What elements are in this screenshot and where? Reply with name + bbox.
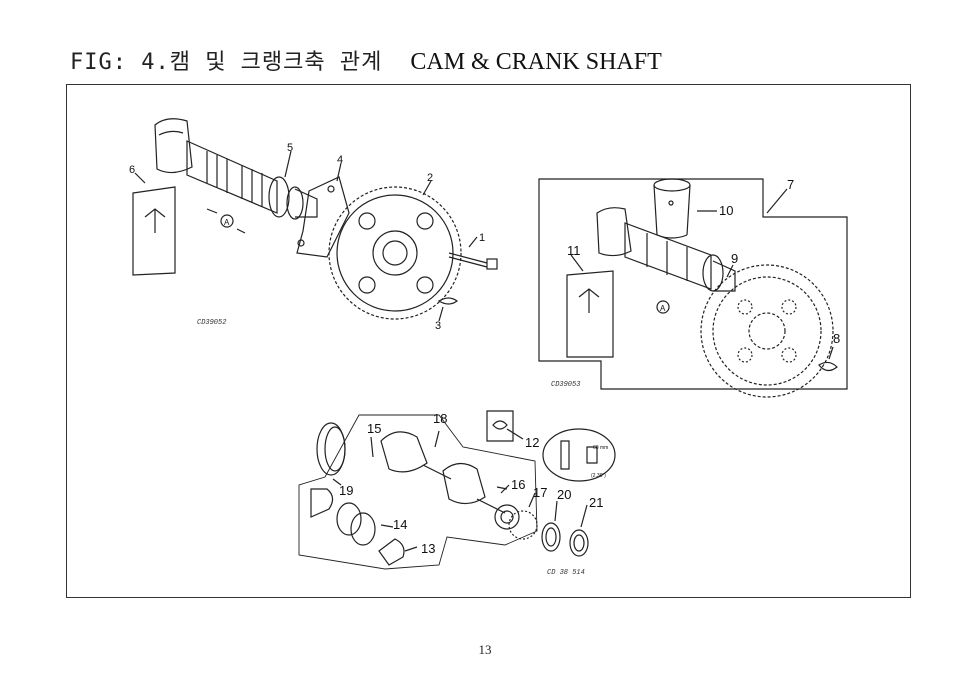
- part-number: 13: [421, 541, 435, 556]
- camshaft-assembly: [132, 118, 498, 320]
- parts-diagram: 1 2 3 4 5 6 7 8 9 10 11 12 13 14 15 16 1…: [129, 118, 848, 570]
- title-row: FIG: 4.캠 및 크랭크축 관계 CAM & CRANK SHAFT: [70, 44, 662, 80]
- part-number: 10: [719, 203, 733, 218]
- dimension-label: (2.36"): [591, 473, 606, 479]
- part-number: 12: [525, 435, 539, 450]
- part-number: 3: [435, 320, 441, 332]
- page-number: 13: [478, 642, 492, 657]
- diagram-frame: 1 2 3 4 5 6 7 8 9 10 11 12 13 14 15 16 1…: [66, 84, 911, 598]
- part-number: 4: [337, 154, 343, 166]
- part-number: 19: [339, 483, 353, 498]
- part-number: 1: [479, 232, 485, 244]
- callout-a-label: A: [224, 218, 230, 227]
- figure-label: FIG: 4.캠 및 크랭크축 관계: [70, 50, 383, 75]
- part-number-labels: 1 2 3 4 5 6 7 8 9 10 11 12 13 14 15 16 1…: [129, 142, 840, 556]
- part-number: 14: [393, 517, 407, 532]
- part-number: 16: [511, 477, 525, 492]
- drawing-code: CD39052: [197, 319, 227, 327]
- part-number: 5: [287, 142, 293, 154]
- dimension-label: 60 mm: [593, 445, 608, 451]
- camshaft-gear-assembly: [566, 178, 838, 398]
- part-number: 18: [433, 411, 447, 426]
- callout-a-label: A: [660, 304, 666, 313]
- part-number: 11: [567, 243, 581, 258]
- part-number: 20: [557, 487, 571, 502]
- part-number: 6: [129, 164, 135, 176]
- part-number: 15: [367, 421, 381, 436]
- part-number: 2: [427, 172, 433, 184]
- part-number: 8: [833, 331, 840, 346]
- crankshaft-assembly: [298, 410, 616, 570]
- drawing-code: CD 38 514: [547, 569, 585, 577]
- part-number: 21: [589, 495, 603, 510]
- part-number: 7: [787, 177, 794, 192]
- part-number: 9: [731, 251, 738, 266]
- part-number: 17: [533, 485, 547, 500]
- page-title: CAM & CRANK SHAFT: [410, 49, 662, 75]
- drawing-code: CD39053: [551, 381, 581, 389]
